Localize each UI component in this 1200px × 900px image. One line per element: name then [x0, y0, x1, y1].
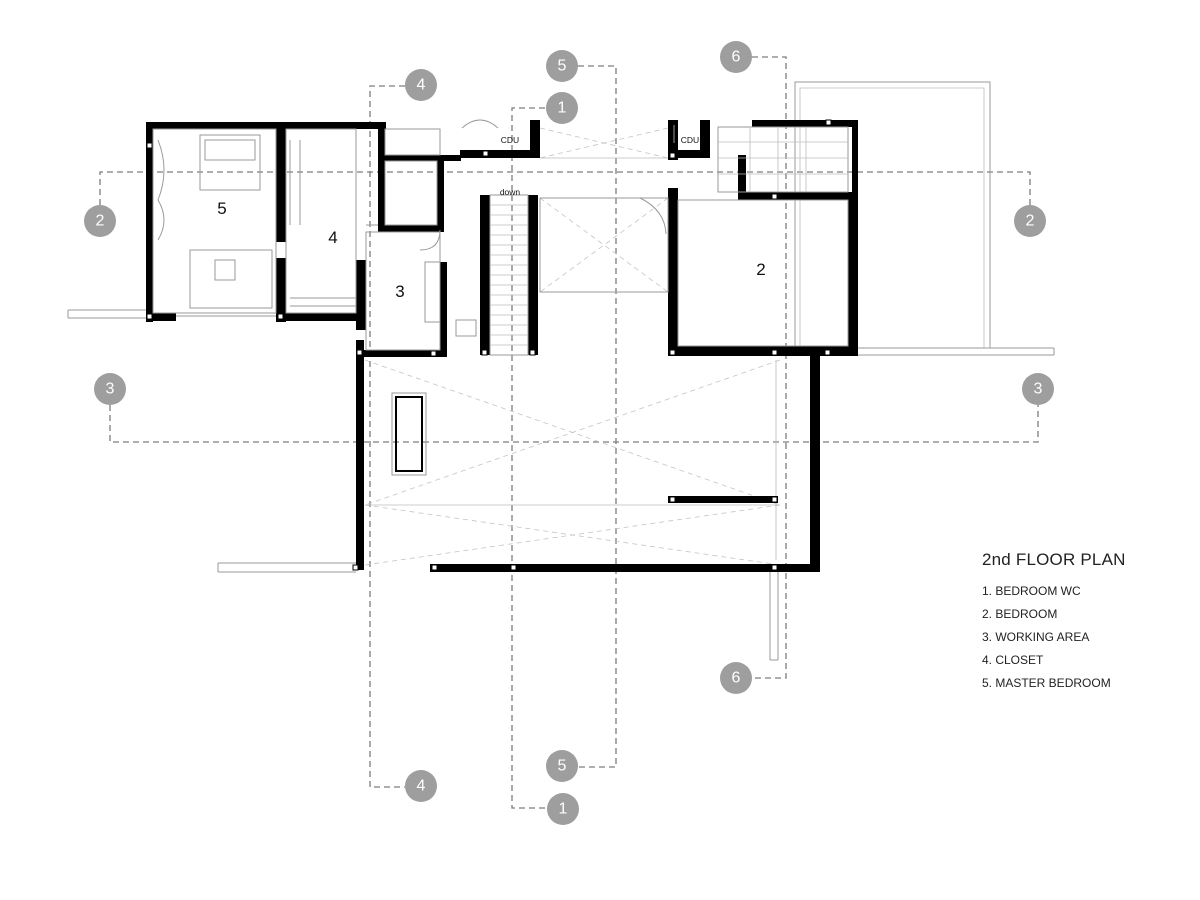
svg-text:2: 2 [96, 213, 105, 230]
grid-bubble-4-top: 4 [405, 69, 437, 101]
grid-bubble-6-bottom: 6 [720, 662, 752, 694]
plan-legend: 2nd FLOOR PLAN 1. BEDROOM WC 2. BEDROOM … [982, 550, 1126, 699]
legend-item-bedroom-wc: 1. BEDROOM WC [982, 584, 1081, 598]
interior-details [152, 119, 849, 476]
svg-text:3: 3 [1034, 381, 1043, 398]
grid-bubble-5-bottom: 5 [546, 750, 578, 782]
cdu-label-right: CDU [681, 135, 699, 145]
legend-item-closet: 4. CLOSET [982, 653, 1044, 667]
walls [146, 120, 858, 572]
svg-text:4: 4 [417, 77, 426, 94]
grid-bubble-3-right: 3 [1022, 373, 1054, 405]
legend-item-bedroom: 2. BEDROOM [982, 607, 1058, 621]
room-number-closet: 4 [328, 228, 337, 247]
room-number-working-area: 3 [395, 282, 404, 301]
structural-columns [146, 119, 832, 571]
svg-text:5: 5 [558, 758, 567, 775]
room-number-master-bedroom: 5 [217, 199, 226, 218]
room-legend-list: 1. BEDROOM WC 2. BEDROOM 3. WORKING AREA… [982, 584, 1126, 699]
grid-bubble-1-bottom: 1 [547, 793, 579, 825]
room-number-bedroom: 2 [756, 260, 765, 279]
svg-text:4: 4 [417, 778, 426, 795]
grid-bubble-1-top: 1 [546, 92, 578, 124]
svg-text:5: 5 [558, 58, 567, 75]
grid-bubble-2-left: 2 [84, 205, 116, 237]
svg-text:1: 1 [558, 100, 567, 117]
grid-bubble-2-right: 2 [1014, 205, 1046, 237]
svg-text:2: 2 [1026, 213, 1035, 230]
svg-text:6: 6 [732, 670, 741, 687]
grid-bubble-5-top: 5 [546, 50, 578, 82]
svg-text:1: 1 [559, 801, 568, 818]
plan-title: 2nd FLOOR PLAN [982, 550, 1126, 569]
grid-bubble-3-left: 3 [94, 373, 126, 405]
terrace-outlines [67, 81, 1055, 661]
section-lines [99, 56, 1039, 809]
cdu-label-left: CDU [501, 135, 519, 145]
svg-text:3: 3 [106, 381, 115, 398]
legend-item-working-area: 3. WORKING AREA [982, 630, 1090, 644]
grid-bubble-6-top: 6 [720, 41, 752, 73]
grid-bubble-4-bottom: 4 [405, 770, 437, 802]
legend-item-master-bedroom: 5. MASTER BEDROOM [982, 676, 1111, 690]
svg-text:6: 6 [732, 49, 741, 66]
stair-down-label: down [500, 187, 521, 197]
